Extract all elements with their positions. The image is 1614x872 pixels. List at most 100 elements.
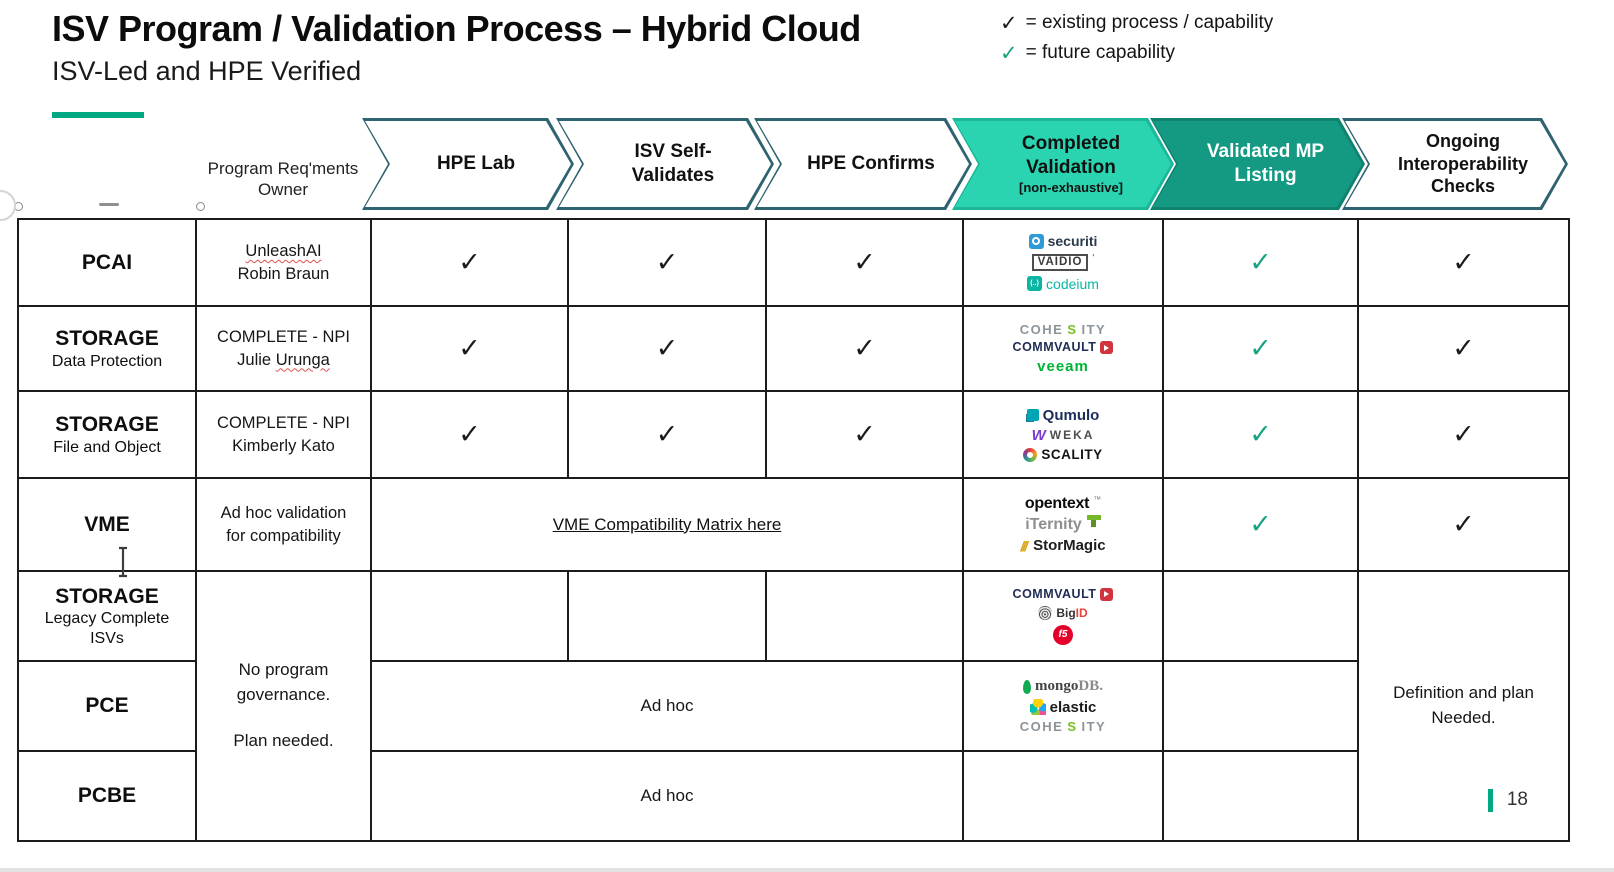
check-icon: ✓ xyxy=(458,247,481,277)
elastic-icon xyxy=(1029,699,1046,715)
owner-cell-vme: Ad hoc validation for compatibility xyxy=(197,479,370,570)
elastic-logo: elastic xyxy=(1029,699,1096,715)
empty-cell-legacy-isv-self xyxy=(569,572,765,660)
process-step-completed-validation: Completed Validation [non-exhaustive] xyxy=(952,118,1174,210)
securiti-logo: securiti xyxy=(1028,233,1097,249)
check-cell-storage-dp-hpe-confirms: ✓ xyxy=(767,307,962,390)
check-cell-storage-dp-validated-mp: ✓ xyxy=(1164,307,1357,390)
securiti-icon xyxy=(1028,233,1044,249)
check-icon: ✓ xyxy=(655,419,679,449)
validation-matrix-table: PCAI UnleashAI Robin Braun ✓ ✓ ✓ securit… xyxy=(17,218,1570,842)
check-cell-storage-dp-ongoing: ✓ xyxy=(1359,307,1568,390)
vme-matrix-link[interactable]: VME Compatibility Matrix here xyxy=(552,514,782,534)
check-cell-storage-fo-validated-mp: ✓ xyxy=(1164,392,1357,477)
scality-icon xyxy=(1023,447,1038,462)
stormagic-icon: /// xyxy=(1020,537,1028,554)
chevron-shape xyxy=(365,121,571,207)
row-header-storage-legacy: STORAGE Legacy Complete ISVs xyxy=(19,572,195,660)
legend-existing-label: = existing process / capability xyxy=(1025,12,1274,33)
chevron-shape xyxy=(1345,121,1565,207)
future-check-icon: ✓ xyxy=(1249,509,1272,539)
check-icon: ✓ xyxy=(853,247,876,277)
process-step-validated-mp-listing: Validated MP Listing xyxy=(1150,118,1365,210)
check-cell-pcai-isv-self: ✓ xyxy=(569,220,765,305)
legend-existing: ✓ = existing process / capability xyxy=(1000,8,1273,38)
process-step-ongoing-interoperability: Ongoing Interoperability Checks xyxy=(1342,118,1568,210)
chevron-shape xyxy=(559,121,771,207)
codeium-icon: (..) xyxy=(1027,276,1043,292)
empty-cell-legacy-hpe-confirms xyxy=(767,572,962,660)
iternity-icon xyxy=(1086,514,1101,528)
empty-cell-legacy-validated-mp xyxy=(1164,572,1357,660)
process-step-hpe-lab: HPE Lab xyxy=(362,118,574,210)
selection-dash xyxy=(99,203,119,206)
owner-column-header: Program Req'ments Owner xyxy=(207,159,359,200)
future-check-icon: ✓ xyxy=(1249,247,1272,277)
chevron-label: ISV Self- xyxy=(634,141,712,163)
chevron-shape xyxy=(757,121,969,207)
scality-logo: SCALITY xyxy=(1023,447,1102,462)
row-header-storage-fo: STORAGE File and Object xyxy=(19,392,195,477)
check-icon: ✓ xyxy=(853,419,876,449)
check-icon: ✓ xyxy=(853,333,876,363)
logo-cell-storage-legacy: COMMVAULT BigID f5 xyxy=(964,572,1162,660)
commvault-logo: COMMVAULT xyxy=(1013,587,1114,601)
chevron-label: Completed xyxy=(1021,133,1121,155)
codeium-logo: (..)codeium xyxy=(1027,276,1099,292)
empty-cell-pcbe-validated-mp xyxy=(1164,752,1357,840)
definition-note-cell: Definition and plan Needed. 18 xyxy=(1359,572,1568,840)
page-title: ISV Program / Validation Process – Hybri… xyxy=(52,8,861,49)
check-cell-storage-fo-ongoing: ✓ xyxy=(1359,392,1568,477)
text-cursor xyxy=(112,545,134,584)
chevron-shape xyxy=(955,121,1171,207)
owner-cell-storage-fo: COMPLETE - NPI Kimberly Kato xyxy=(197,392,370,477)
commvault-icon xyxy=(1100,587,1114,601)
page-subtitle: ISV-Led and HPE Verified xyxy=(52,56,362,86)
future-check-icon: ✓ xyxy=(1249,419,1272,449)
page-number: 18 xyxy=(1487,786,1528,814)
chevron-label: HPE Confirms xyxy=(807,153,935,175)
qumulo-icon xyxy=(1026,409,1039,421)
check-cell-storage-fo-isv-self: ✓ xyxy=(569,392,765,477)
mongodb-icon xyxy=(1023,679,1032,694)
commvault-logo: COMMVAULT xyxy=(1013,341,1114,354)
chevron-label: Validates xyxy=(631,165,715,186)
green-check-icon: ✓ xyxy=(1000,41,1018,65)
check-cell-storage-fo-hpe-confirms: ✓ xyxy=(767,392,962,477)
check-cell-vme-ongoing: ✓ xyxy=(1359,479,1568,570)
adhoc-cell-pce: Ad hoc xyxy=(372,662,962,750)
row-header-pcbe: PCBE xyxy=(19,752,195,840)
iternity-logo: iTernity xyxy=(1025,514,1101,533)
check-cell-storage-fo-hpe-lab: ✓ xyxy=(372,392,567,477)
owner-cell-storage-dp: COMPLETE - NPI Julie Urunga xyxy=(197,307,370,390)
mongodb-logo: mongoDB. xyxy=(1023,679,1103,694)
bigid-icon xyxy=(1038,605,1053,620)
process-step-hpe-confirms: HPE Confirms xyxy=(754,118,972,210)
future-check-icon: ✓ xyxy=(1249,333,1272,363)
check-icon: ✓ xyxy=(1452,509,1475,539)
chevron-label: Interoperability xyxy=(1397,153,1529,174)
veeam-logo: veeam xyxy=(1037,358,1089,375)
selection-handle-right[interactable] xyxy=(196,202,205,211)
chevron-label: Validation xyxy=(1026,156,1116,178)
check-icon: ✓ xyxy=(655,333,679,363)
chevron-label: Checks xyxy=(1430,176,1496,197)
check-icon: ✓ xyxy=(655,247,679,277)
check-cell-storage-dp-isv-self: ✓ xyxy=(569,307,765,390)
row-header-pcai: PCAI xyxy=(19,220,195,305)
check-cell-pcai-hpe-lab: ✓ xyxy=(372,220,567,305)
check-cell-pcai-ongoing: ✓ xyxy=(1359,220,1568,305)
weka-icon: W xyxy=(1031,426,1046,444)
adhoc-cell-pcbe: Ad hoc xyxy=(372,752,962,840)
accent-bar xyxy=(52,112,144,118)
check-cell-pcai-validated-mp: ✓ xyxy=(1164,220,1357,305)
stormagic-logo: ///StorMagic xyxy=(1020,537,1106,554)
